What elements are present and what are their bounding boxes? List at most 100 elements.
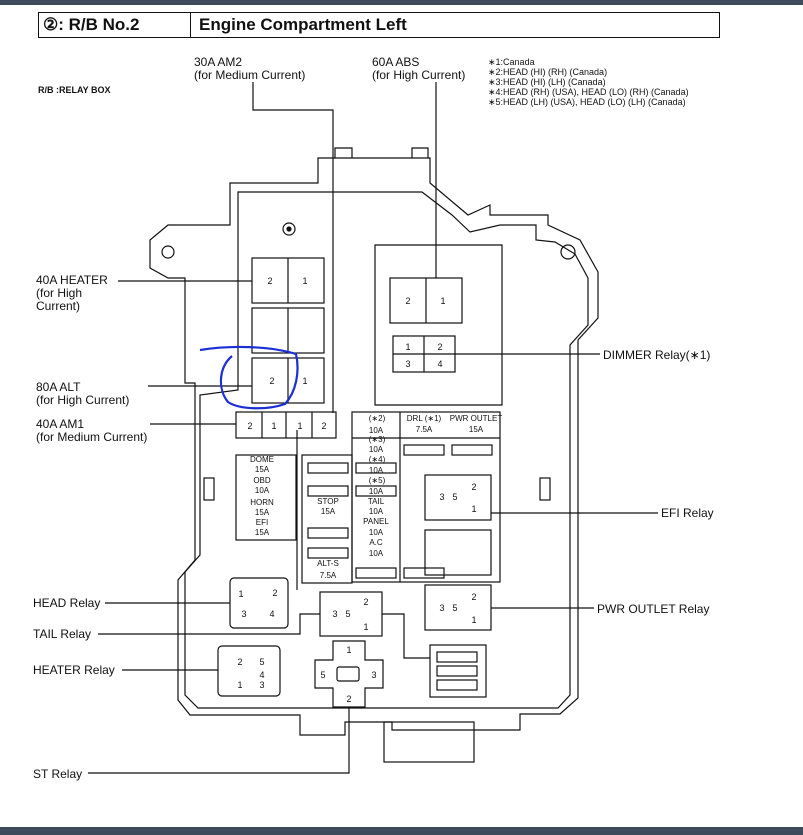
fuse-star4-rating: 10A [369,466,384,475]
am1-pin-1a: 1 [271,421,276,431]
leader-am2 [252,82,334,413]
bottom-connector [383,721,475,763]
efi-pin-1: 1 [471,504,476,514]
am1-pin-2: 2 [247,421,252,431]
fuse-drl-rating: 7.5A [416,425,433,434]
legend-key: R/B :RELAY BOX [38,85,111,95]
lower-right-relay-block [429,644,487,698]
alt-pin-1: 1 [302,376,307,386]
callout-am1-desc: (for Medium Current) [36,430,148,444]
screw-hole [282,222,296,236]
callout-heater-relay: HEATER Relay [33,663,115,677]
callout-am2-name: 30A AM2 [194,55,243,69]
head-pin-1: 1 [238,589,243,599]
note-3: ∗3:HEAD (HI) (LH) (Canada) [488,77,606,87]
st-pin-3: 3 [371,670,376,680]
callout-st-relay: ST Relay [33,767,83,781]
heater-relay-pin-2: 2 [237,657,242,667]
note-4: ∗4:HEAD (RH) (USA), HEAD (LO) (RH) (Cana… [488,87,689,97]
st-pin-5: 5 [320,670,325,680]
fuse-star4-label: (∗4) [369,455,386,464]
dimmer-pin-1: 1 [405,342,410,352]
head-pin-4: 4 [269,609,274,619]
pwr-pin-2: 2 [471,592,476,602]
pwr-outlet-relay-block [424,584,492,631]
efi-pin-5: 5 [452,492,457,502]
fuse-star5-label: (∗5) [369,476,386,485]
st-relay-block [314,640,384,708]
fuse-tail-rating: 10A [369,507,384,516]
title-location: Engine Compartment Left [199,15,407,34]
fuse-efi-rating: 15A [255,528,270,537]
callout-alt-desc: (for High Current) [36,393,130,407]
callout-alt-name: 80A ALT [36,380,81,394]
spare-relay-block [424,529,492,576]
heater-pin-1: 1 [302,276,307,286]
note-1: ∗1:Canada [488,57,535,67]
fuse-dome-label: DOME [250,455,274,464]
right-clip [539,477,551,501]
fuse-ac-label: A.C [369,538,383,547]
fuse-star2-label: (∗2) [369,414,386,423]
fuse-efi-label: EFI [256,518,268,527]
st-pin-1: 1 [346,645,351,655]
tail-pin-1: 1 [363,622,368,632]
heater-relay-pin-4: 4 [259,670,264,680]
fuse-horn-rating: 15A [255,508,270,517]
callout-heater-name: 40A HEATER [36,273,108,287]
fuse-star5-rating: 10A [369,487,384,496]
right-panel [374,244,503,406]
relay-box-outline [149,157,599,736]
callout-heater-desc1: (for High [36,286,83,300]
fuse-ac-rating: 10A [369,549,384,558]
callout-am2-desc: (for Medium Current) [194,68,306,82]
callout-pwr-outlet-relay: PWR OUTLET Relay [597,602,710,616]
note-5: ∗5:HEAD (LH) (USA), HEAD (LO) (LH) (Cana… [488,97,686,107]
pwr-pin-1: 1 [471,615,476,625]
fuse-alts-rating: 7.5A [320,571,337,580]
note-2: ∗2:HEAD (HI) (RH) (Canada) [488,67,608,77]
am1-pin-2b: 2 [321,421,326,431]
callout-abs-desc: (for High Current) [372,68,466,82]
hand-drawn-circle-annotation [199,345,299,410]
pwr-pin-5: 5 [452,603,457,613]
callout-heater-desc2: Current) [36,299,81,313]
relay-box-inner-outline [184,191,589,709]
head-relay-block [229,577,289,629]
head-pin-3: 3 [241,609,246,619]
fuse-grid-right [351,411,501,583]
title-relay-box-number: ②: R/B No.2 [39,13,191,37]
head-pin-2: 2 [272,588,277,598]
heater-relay-block [217,645,281,697]
am1-pin-1b: 1 [297,421,302,431]
tail-pin-5: 5 [345,609,350,619]
fuse-panel-rating: 10A [369,528,384,537]
leader-tail [98,613,320,635]
fuse-star2-rating: 10A [369,426,384,435]
fuse-star3-label: (∗3) [369,435,386,444]
pwr-pin-3: 3 [439,603,444,613]
dimmer-pin-2: 2 [437,342,442,352]
fuse-drl-label: DRL (∗1) [407,414,442,423]
heater-relay-pin-1: 1 [237,680,242,690]
right-mount-hole [560,244,576,260]
fuse-obd-label: OBD [253,476,271,485]
title-box: ②: R/B No.2 Engine Compartment Left [38,12,720,38]
efi-pin-3: 3 [439,492,444,502]
alt-pin-2: 2 [269,376,274,386]
fuse-obd-rating: 10A [255,486,270,495]
fuse-dome-rating: 15A [255,465,270,474]
st-pin-2: 2 [346,694,351,704]
tail-pin-3: 3 [332,609,337,619]
left-mount-hole [161,245,175,259]
heater-relay-pin-3: 3 [259,680,264,690]
tail-relay-block [319,591,383,637]
fuse-stop-label: STOP [317,497,339,506]
callout-head-relay: HEAD Relay [33,596,101,610]
callout-tail-relay: TAIL Relay [33,627,92,641]
dimmer-pin-3: 3 [405,359,410,369]
fuse-stop-rating: 15A [321,507,336,516]
fuse-pwr-outlet-rating: 15A [469,425,484,434]
tail-pin-2: 2 [363,597,368,607]
